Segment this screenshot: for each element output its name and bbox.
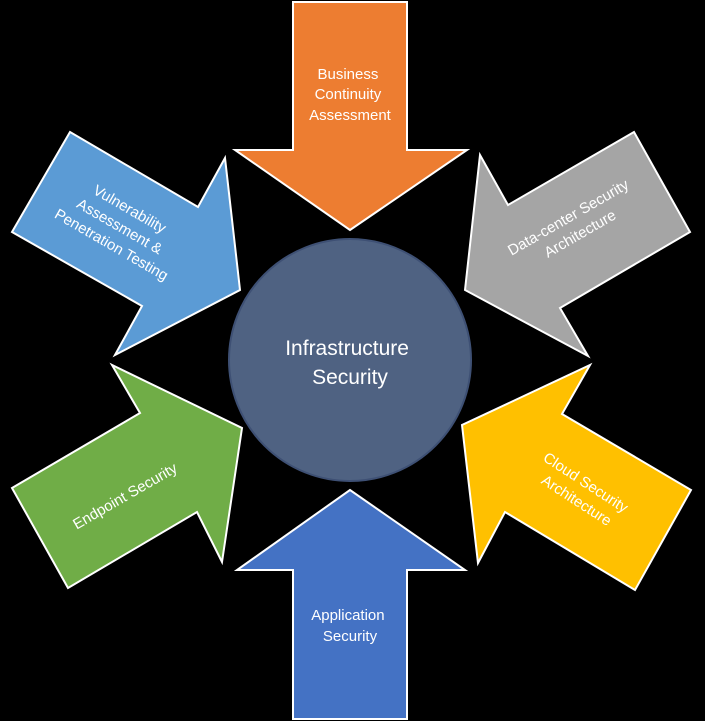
arrow-application-security-label: Application Security xyxy=(311,607,389,645)
arrow-cloud-security: Cloud Security Architecture xyxy=(460,362,693,592)
arrow-endpoint-security-shape xyxy=(10,362,244,590)
arrow-endpoint-security: Endpoint Security xyxy=(10,362,244,590)
arrow-vulnerability-assessment-shape xyxy=(10,130,242,358)
center-label: Infrastructure Security xyxy=(285,337,415,389)
center-circle xyxy=(228,238,472,482)
arrow-business-continuity-label: Business Continuity Assessment xyxy=(309,66,392,124)
arrow-application-security: Application Security xyxy=(233,488,469,720)
arrow-cloud-security-shape xyxy=(460,362,693,592)
arrow-business-continuity: Business Continuity Assessment xyxy=(231,1,471,232)
arrow-vulnerability-assessment: Vulnerability Assessment & Penetration T… xyxy=(10,130,242,358)
arrow-datacenter-security-shape xyxy=(463,130,692,359)
arrow-application-security-shape xyxy=(233,488,469,720)
center-node: Infrastructure Security xyxy=(228,238,472,482)
arrow-datacenter-security: Data-center Security Architecture xyxy=(463,130,692,359)
arrow-business-continuity-shape xyxy=(231,1,471,232)
